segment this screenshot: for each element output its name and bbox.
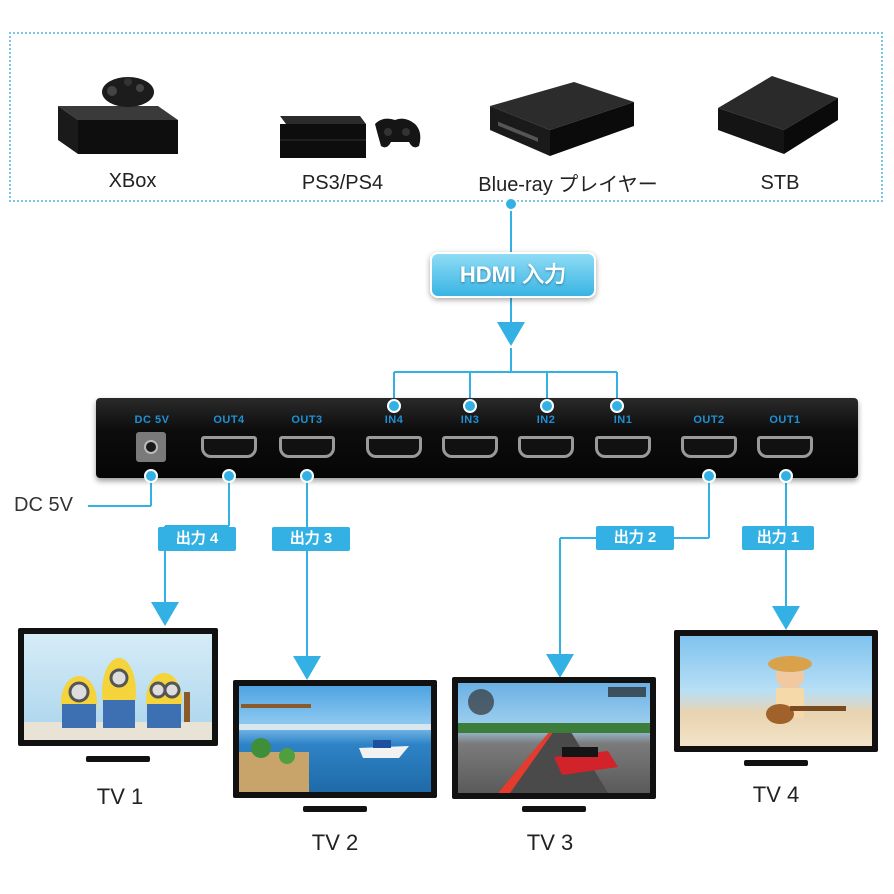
hdmi-port-in4	[366, 436, 422, 458]
port-label-in2: IN2	[536, 414, 556, 426]
source-label-stb: STB	[760, 172, 800, 194]
hdmi-port-in2	[518, 436, 574, 458]
hdmi-port-in1	[595, 436, 651, 458]
playstation-console-icon	[270, 102, 430, 162]
port-label-out4: OUT4	[213, 414, 245, 426]
set-top-box-icon	[712, 68, 842, 158]
in1-connector-dot	[610, 399, 624, 413]
tv-2-screen	[239, 686, 431, 792]
bluray-player-icon	[484, 74, 644, 164]
hdmi-port-out1	[757, 436, 813, 458]
port-label-out2: OUT2	[693, 414, 725, 426]
tv-2-stand	[303, 806, 367, 812]
power-label: DC 5V	[14, 494, 73, 516]
hdmi-port-out2	[681, 436, 737, 458]
hdmi-port-out3	[279, 436, 335, 458]
tv-1-screen	[24, 634, 212, 740]
in2-connector-dot	[540, 399, 554, 413]
hdmi-input-badge: HDMI 入力	[430, 252, 596, 298]
port-label-out1: OUT1	[769, 414, 801, 426]
source-label-ps: PS3/PS4	[301, 172, 384, 194]
in3-connector-dot	[463, 399, 477, 413]
tv-1-stand	[86, 756, 150, 762]
tv-4	[674, 630, 878, 752]
dc-power-jack	[136, 432, 166, 462]
port-label-out3: OUT3	[291, 414, 323, 426]
xbox-console-icon	[40, 64, 190, 159]
tv-1-label: TV 1	[96, 784, 144, 809]
tv-3-label: TV 3	[526, 830, 574, 855]
source-label-bluray: Blue-ray プレイヤー	[478, 174, 658, 196]
output-badge-2: 出力 2	[596, 526, 674, 550]
port-label-in1: IN1	[613, 414, 633, 426]
tv-1	[18, 628, 218, 746]
source-label-xbox: XBox	[108, 170, 157, 192]
out1-connector-dot	[779, 469, 793, 483]
tv-4-screen	[680, 636, 872, 746]
in4-connector-dot	[387, 399, 401, 413]
hdmi-matrix-switch: DC 5V OUT4 OUT3 IN4 IN3 IN2 IN1 OUT2 OUT…	[96, 398, 858, 478]
source-connector-dot	[504, 197, 518, 211]
output-badge-4: 出力 4	[158, 527, 236, 551]
out4-connector-dot	[222, 469, 236, 483]
tv-2-label: TV 2	[311, 830, 359, 855]
output-badge-1: 出力 1	[742, 526, 814, 550]
dc-connector-dot	[144, 469, 158, 483]
tv-3-screen	[458, 683, 650, 793]
hdmi-port-out4	[201, 436, 257, 458]
dc-jack-label: DC 5V	[134, 414, 170, 426]
output-badge-3: 出力 3	[272, 527, 350, 551]
tv-3	[452, 677, 656, 799]
out3-connector-dot	[300, 469, 314, 483]
tv-3-stand	[522, 806, 586, 812]
hdmi-port-in3	[442, 436, 498, 458]
port-label-in3: IN3	[460, 414, 480, 426]
tv-4-label: TV 4	[752, 782, 800, 807]
port-label-in4: IN4	[384, 414, 404, 426]
tv-2	[233, 680, 437, 798]
tv-4-stand	[744, 760, 808, 766]
source-devices-box	[9, 32, 883, 202]
out2-connector-dot	[702, 469, 716, 483]
